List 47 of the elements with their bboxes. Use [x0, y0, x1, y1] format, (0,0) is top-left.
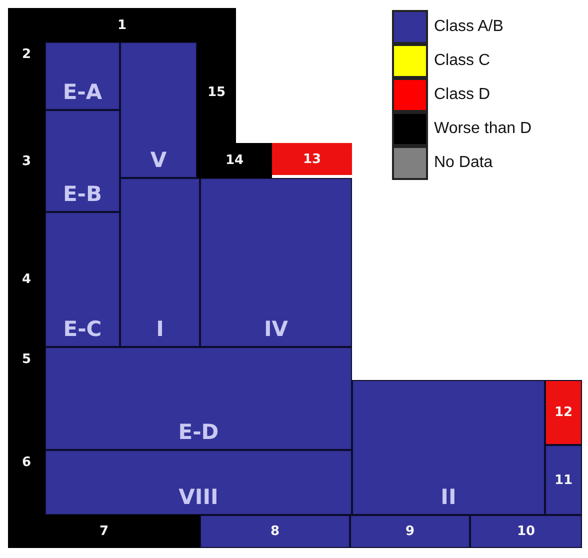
legend-label: No Data	[434, 154, 493, 172]
map-region	[352, 380, 545, 515]
map-region	[545, 445, 582, 515]
region-label: II	[440, 487, 456, 508]
map-region	[470, 515, 582, 548]
region-number: 2	[22, 48, 32, 61]
map-region	[545, 380, 582, 445]
region-number: 15	[207, 86, 226, 99]
legend-label: Class C	[434, 52, 490, 70]
map-region	[197, 143, 272, 178]
region-number: 8	[270, 525, 280, 538]
region-label: VIII	[178, 487, 218, 508]
region-label: I	[156, 319, 164, 340]
map-region	[45, 347, 352, 450]
region-number: 11	[554, 474, 573, 486]
region-label: V	[150, 150, 167, 171]
region-number: 5	[22, 353, 32, 366]
region-number: 14	[225, 154, 244, 167]
region-number: 4	[22, 273, 32, 286]
region-number: 3	[22, 154, 32, 168]
region-number: 13	[302, 152, 322, 166]
legend-label: Worse than D	[434, 120, 532, 138]
region-label: E-A	[62, 82, 102, 103]
map-region	[200, 178, 352, 347]
map-region	[45, 110, 120, 212]
legend-label: Class A/B	[434, 18, 504, 36]
map-region	[200, 515, 350, 548]
region-number: 10	[516, 525, 536, 538]
map-region	[8, 515, 200, 548]
region-number: 1	[117, 18, 127, 32]
map-region	[45, 42, 120, 110]
map-region	[45, 212, 120, 347]
map-region	[8, 8, 236, 42]
map-region	[272, 143, 352, 175]
region-label: E-C	[63, 319, 102, 340]
region-label: E-B	[62, 184, 102, 205]
region-number: 12	[554, 406, 573, 419]
region-number: 9	[405, 525, 415, 538]
map-region	[120, 178, 200, 347]
map-region	[350, 515, 470, 548]
region-number: 7	[99, 525, 109, 538]
region-label: IV	[264, 319, 288, 340]
map-region	[45, 450, 352, 515]
region-number: 6	[22, 456, 32, 469]
region-label: E-D	[178, 422, 219, 443]
map-region	[120, 42, 197, 178]
legend-label: Class D	[434, 86, 490, 104]
